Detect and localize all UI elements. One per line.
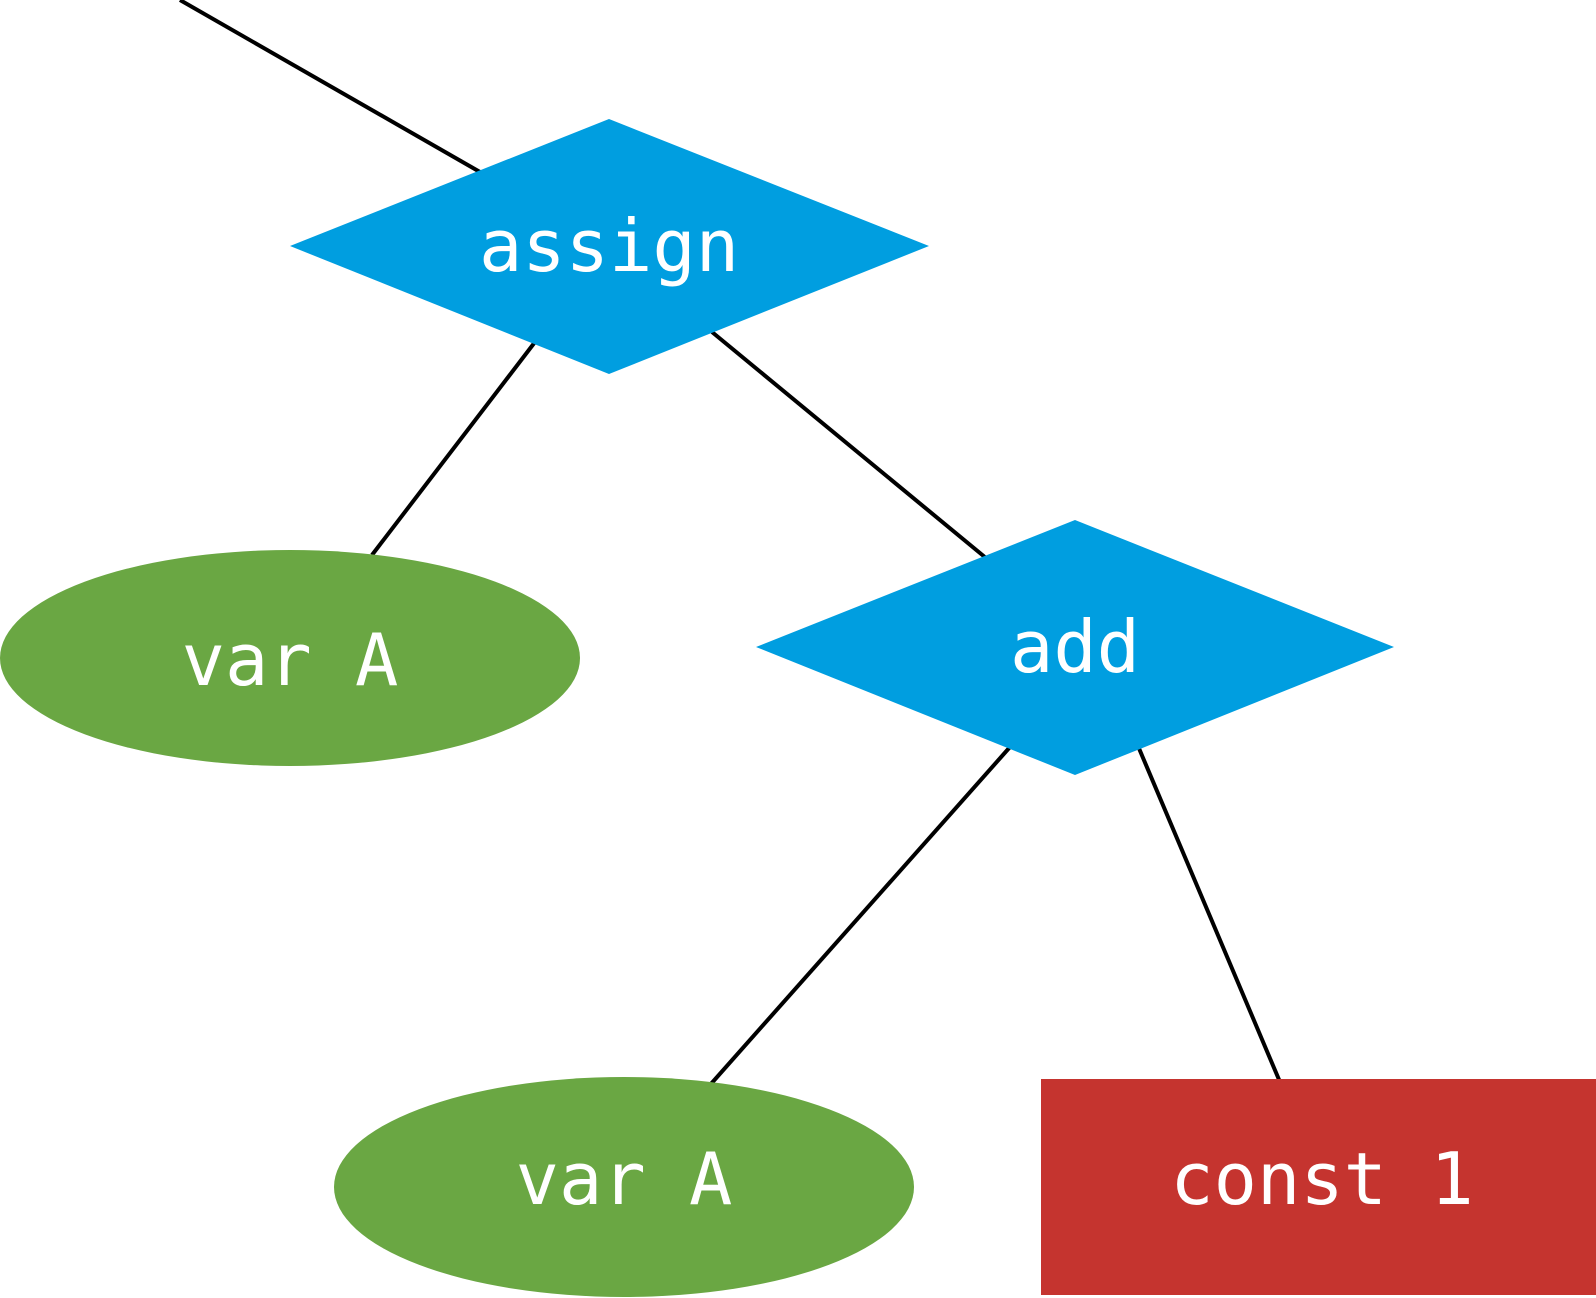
var-a-bottom-label: var A — [516, 1137, 733, 1221]
node-assign: assign — [290, 119, 929, 374]
var-a-bottom-ellipse — [334, 1077, 914, 1297]
node-const-1: const 1 — [1041, 1079, 1596, 1295]
add-label: add — [1010, 605, 1140, 689]
edge-add-to-const-1 — [1136, 745, 1282, 1083]
var-a-left-label: var A — [182, 618, 399, 702]
var-a-left-ellipse — [0, 550, 580, 766]
node-add: add — [756, 520, 1394, 775]
node-var-a-bottom: var A — [334, 1077, 914, 1297]
const-1-label: const 1 — [1170, 1137, 1473, 1221]
const-1-rectangle — [1041, 1079, 1596, 1295]
edge-parent-to-assign — [179, 0, 481, 174]
edge-add-to-var-a-bottom — [708, 745, 1012, 1087]
edge-assign-to-var-a-left — [370, 340, 537, 557]
add-diamond — [756, 520, 1394, 775]
assign-label: assign — [479, 204, 739, 288]
node-var-a-left: var A — [0, 550, 580, 766]
edge-assign-to-add — [710, 330, 988, 560]
edges — [179, 0, 1282, 1087]
assign-diamond — [290, 119, 929, 374]
